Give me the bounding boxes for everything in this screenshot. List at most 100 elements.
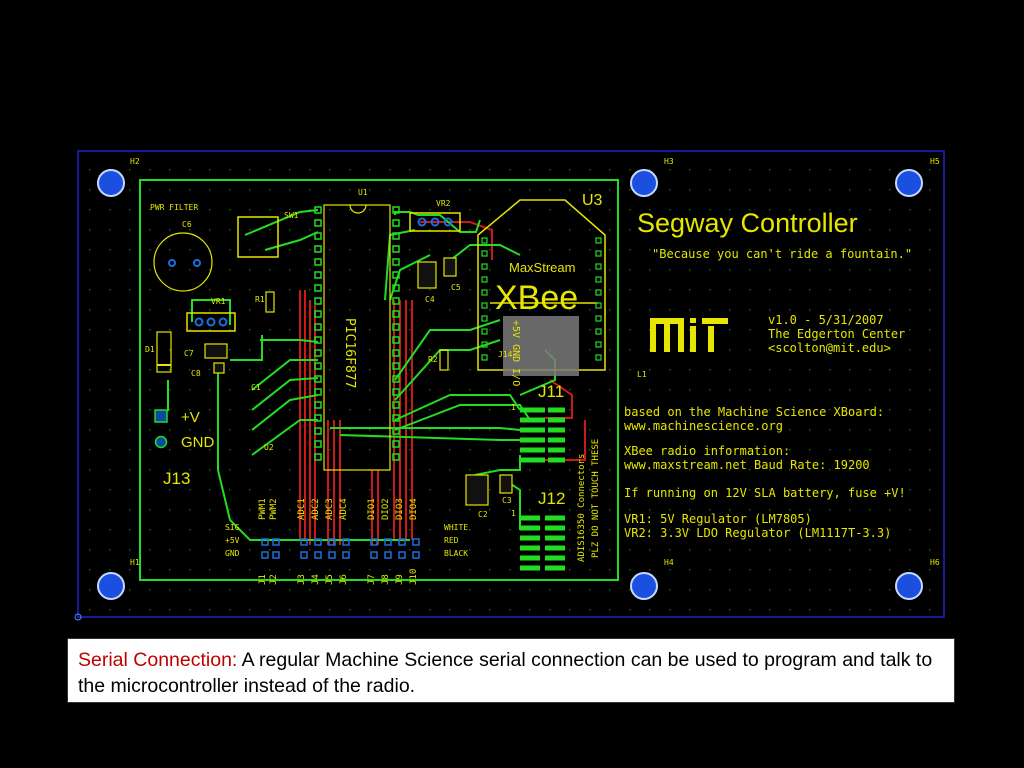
label-j5: J5 — [325, 574, 335, 585]
resistor-r1 — [265, 291, 275, 313]
connector-j11 — [520, 407, 565, 463]
pic-pin — [392, 284, 400, 292]
label-j6: J6 — [339, 574, 349, 585]
pic-pin — [314, 440, 322, 448]
header-pin — [272, 551, 280, 559]
label-adc3: ADC3 — [325, 498, 335, 520]
header-pin — [272, 538, 280, 546]
header-pin — [261, 538, 269, 546]
caption-body: A regular Machine Science serial connect… — [78, 649, 933, 697]
header-pin — [314, 551, 322, 559]
board-subtitle: "Because you can't ride a fountain." — [652, 247, 912, 261]
xbee-pin — [481, 328, 488, 335]
pic-pin — [392, 349, 400, 357]
info-line-7: VR2: 3.3V LDO Regulator (LM1117T-3.3) — [624, 526, 891, 540]
label-u1: U1 — [358, 188, 368, 197]
info-line-4: www.maxstream.net Baud Rate: 19200 — [624, 458, 870, 472]
bottom-header — [261, 538, 420, 559]
pic-pin — [392, 362, 400, 370]
label-vr2: VR2 — [436, 199, 451, 208]
xbee-pin — [481, 315, 488, 322]
mit-logo — [650, 318, 728, 352]
label-dio4: DIO4 — [409, 498, 419, 520]
pic-pin — [392, 297, 400, 305]
xbee-pin — [595, 341, 602, 348]
xbee-pin — [481, 354, 488, 361]
label-h4: H4 — [664, 558, 674, 567]
header-pin — [328, 538, 336, 546]
label-j4: J4 — [311, 574, 321, 585]
label-dio3: DIO3 — [395, 498, 405, 520]
xbee-pin-labels: +5V GND I/O — [510, 320, 521, 386]
xbee-pin — [595, 289, 602, 296]
label-adis-note: ADIS16350 Connectors — [577, 454, 587, 562]
pic-pin — [314, 336, 322, 344]
pic-pin — [314, 427, 322, 435]
label-c5: C5 — [451, 283, 461, 292]
mounting-holes — [97, 169, 923, 600]
board-outline — [77, 150, 945, 618]
header-pin — [412, 551, 420, 559]
pic-pin — [314, 245, 322, 253]
label-j11: J11 — [538, 382, 564, 401]
header-pin — [342, 551, 350, 559]
header-pin — [261, 551, 269, 559]
connector-j12 — [520, 515, 565, 571]
pic-pin — [392, 219, 400, 227]
header-pin — [300, 551, 308, 559]
label-adc2: ADC2 — [311, 498, 321, 520]
switch-sw1 — [237, 216, 279, 258]
label-r1: R1 — [255, 295, 265, 304]
pic-pin — [392, 206, 400, 214]
header-pin — [370, 551, 378, 559]
label-u3: U3 — [582, 192, 603, 209]
label-gnd: GND — [181, 434, 215, 451]
pic-pin — [314, 414, 322, 422]
info-line-5: If running on 12V SLA battery, fuse +V! — [624, 486, 906, 500]
label-pwm1: PWM1 — [258, 498, 268, 520]
version-line-2: The Edgerton Center — [768, 327, 905, 341]
label-j10: J10 — [409, 569, 419, 585]
pic-pin — [392, 258, 400, 266]
label-d1: D1 — [145, 345, 155, 354]
header-pin — [342, 538, 350, 546]
j13-pad-gnd — [154, 435, 168, 449]
caption-lead: Serial Connection: — [78, 649, 238, 671]
pic-pin — [392, 375, 400, 383]
chip-u1-pic: PIC16F877 — [314, 204, 400, 471]
resistor-r2 — [439, 349, 449, 371]
header-pin — [412, 538, 420, 546]
label-c2: C2 — [478, 510, 488, 519]
label-vr1: VR1 — [211, 297, 226, 306]
version-line-3: <scolton@mit.edu> — [768, 341, 891, 355]
pic-pin — [314, 362, 322, 370]
label-pin1-b: 1 — [511, 509, 516, 518]
label-plz-note: PLZ DO NOT TOUCH THESE — [591, 439, 601, 558]
vr1-regulator — [186, 312, 236, 332]
header-pin — [300, 538, 308, 546]
label-l1: L1 — [637, 370, 647, 379]
xbee-pin — [595, 250, 602, 257]
version-line-1: v1.0 - 5/31/2007 — [768, 313, 884, 327]
label-white: WHITE — [444, 523, 468, 532]
header-pin — [398, 538, 406, 546]
label-c6: C6 — [182, 220, 192, 229]
xbee-pin — [481, 289, 488, 296]
pic-pin — [314, 453, 322, 461]
label-j8: J8 — [381, 574, 391, 585]
xbee-pin — [595, 263, 602, 270]
label-h5: H5 — [930, 157, 940, 166]
label-c1: C1 — [251, 383, 261, 392]
label-u2: U2 — [264, 443, 274, 452]
diode-d1 — [156, 331, 172, 373]
pic-pin — [392, 323, 400, 331]
pic-pin — [392, 440, 400, 448]
j13-pad-plus — [154, 409, 168, 423]
label-dio2: DIO2 — [381, 498, 391, 520]
cap-c6 — [153, 232, 213, 292]
header-pin — [370, 538, 378, 546]
hole-h6 — [895, 572, 923, 600]
label-adc4: ADC4 — [339, 498, 349, 520]
pic-pin — [392, 310, 400, 318]
